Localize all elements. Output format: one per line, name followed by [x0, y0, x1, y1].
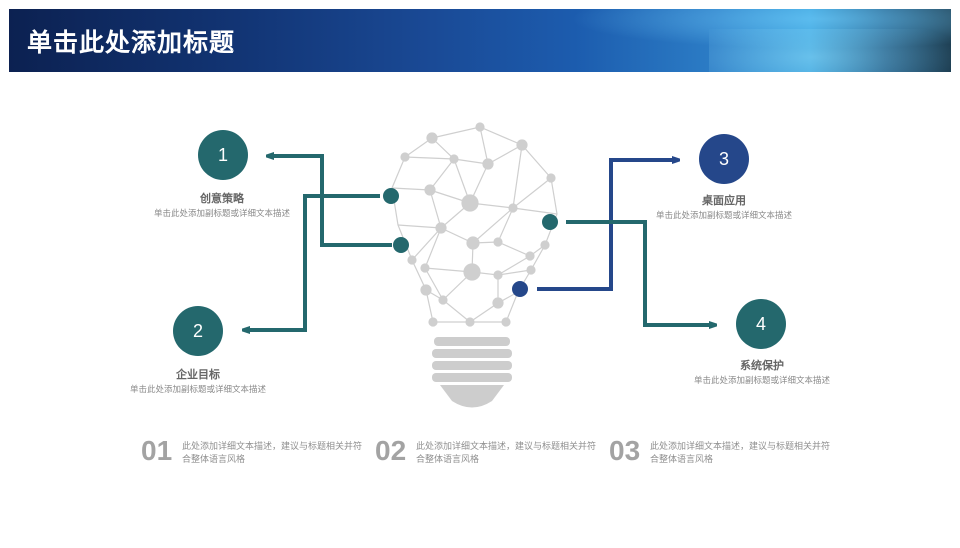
- step-text[interactable]: 此处添加详细文本描述，建议与标题相关并符合整体语言风格: [416, 442, 597, 465]
- node-navy: [512, 281, 528, 297]
- callout-text[interactable]: 单击此处添加副标题或详细文本描述: [655, 211, 792, 221]
- callout-heading[interactable]: 创意策略: [200, 192, 244, 205]
- number-circle-1: 1: [198, 130, 248, 180]
- callout-heading[interactable]: 桌面应用: [702, 194, 746, 207]
- node-teal: [542, 214, 558, 230]
- callout-1: 创意策略 单击此处添加副标题或详细文本描述: [152, 190, 292, 220]
- callout-heading[interactable]: 企业目标: [176, 368, 220, 381]
- step-text[interactable]: 此处添加详细文本描述，建议与标题相关并符合整体语言风格: [182, 442, 363, 465]
- callout-text[interactable]: 单击此处添加副标题或详细文本描述: [153, 209, 290, 219]
- step-number: 03: [609, 435, 641, 466]
- lightbulb-base-icon: [432, 337, 512, 408]
- step-number: 01: [141, 435, 173, 466]
- page-title[interactable]: 单击此处添加标题: [27, 28, 236, 57]
- callout-text[interactable]: 单击此处添加副标题或详细文本描述: [129, 385, 266, 395]
- banner-highlight: [709, 29, 951, 72]
- number-circle-4: 4: [736, 299, 786, 349]
- step-number: 02: [375, 435, 407, 466]
- callout-text[interactable]: 单击此处添加副标题或详细文本描述: [693, 376, 830, 386]
- number-circle-2: 2: [173, 306, 223, 356]
- callout-2: 企业目标 单击此处添加副标题或详细文本描述: [128, 366, 268, 396]
- number-circle-3: 3: [699, 134, 749, 184]
- connector-arrows: [244, 156, 715, 330]
- node-teal: [383, 188, 399, 204]
- arrow-to-item-4: [566, 220, 715, 325]
- banner-highlight: [569, 9, 951, 49]
- callout-heading[interactable]: 系统保护: [740, 359, 784, 372]
- header-banner: 单击此处添加标题: [9, 9, 951, 72]
- lightbulb-network-icon: [391, 122, 558, 327]
- arrow-to-item-1: [268, 156, 392, 247]
- step-text[interactable]: 此处添加详细文本描述，建议与标题相关并符合整体语言风格: [650, 442, 831, 465]
- callout-4: 系统保护 单击此处添加副标题或详细文本描述: [692, 357, 832, 387]
- arrow-to-item-3: [537, 160, 678, 291]
- arrow-to-item-2: [244, 194, 380, 330]
- node-teal: [393, 237, 409, 253]
- callout-3: 桌面应用 单击此处添加副标题或详细文本描述: [654, 192, 794, 222]
